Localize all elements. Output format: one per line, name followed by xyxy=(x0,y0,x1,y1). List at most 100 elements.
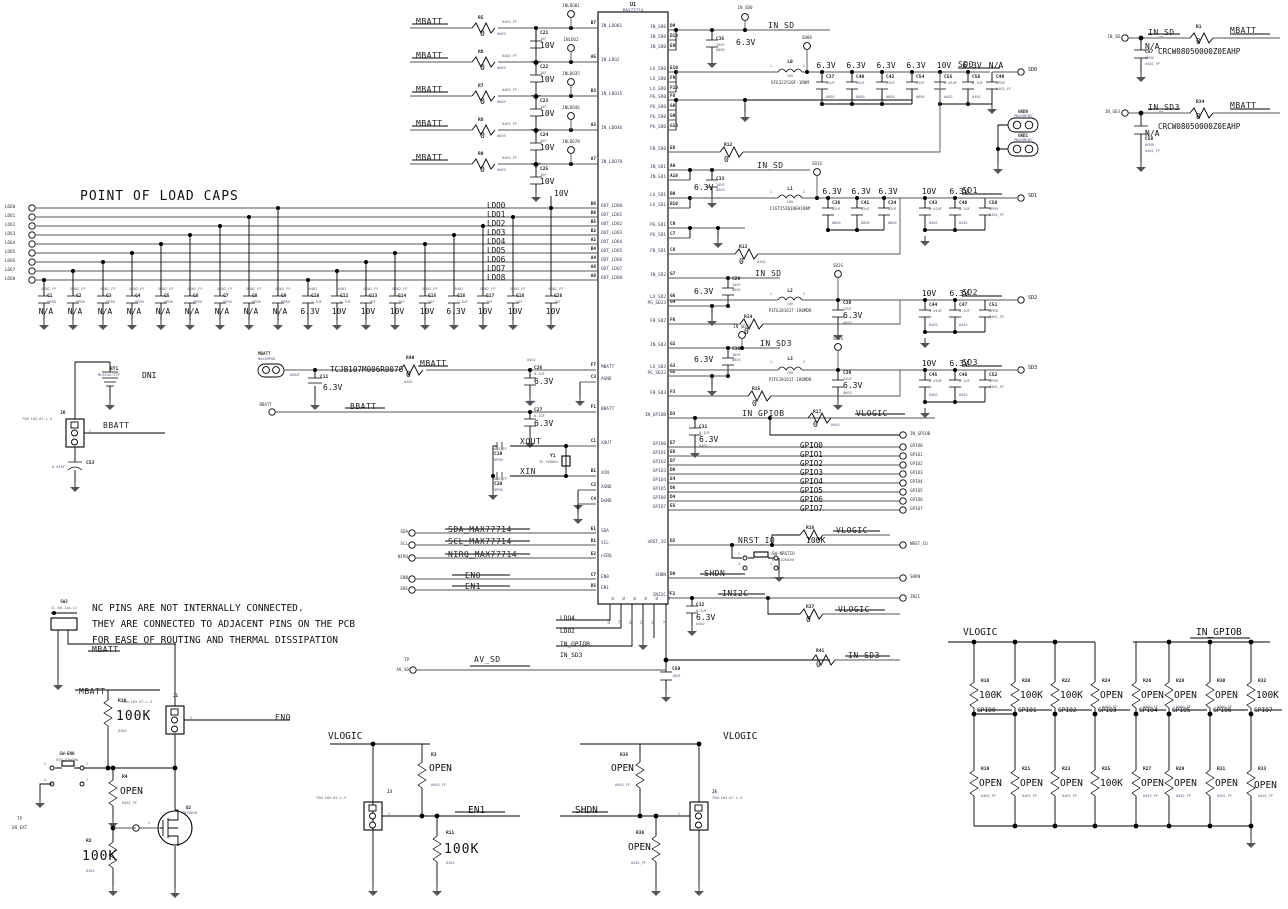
r37-value: 0 xyxy=(806,615,811,624)
c39-pkg: 0603 xyxy=(843,391,852,395)
net-shdn: SHDN xyxy=(704,569,726,578)
tp-gpio7[interactable]: GPIO7 xyxy=(910,506,923,511)
pin-d10: D10 xyxy=(670,34,678,39)
c5-val: OPEN xyxy=(164,300,173,304)
tp-inldo01[interactable]: INLDO01 xyxy=(562,3,580,8)
c36-val: 22UF xyxy=(832,207,841,211)
pinname-pg-sd0-b: PG_SD0 xyxy=(650,105,666,110)
c32-refdes: C32 xyxy=(696,603,705,608)
pinname-agnd: AGND xyxy=(601,377,612,382)
l0-pin1: 1 xyxy=(770,64,772,68)
r19-value: OPEN xyxy=(979,778,1002,789)
r1-refdes: R1 xyxy=(1196,25,1202,30)
c42-volt: 6.3V xyxy=(876,61,896,70)
tp-sd0-out[interactable]: SD0 xyxy=(1028,67,1038,73)
pinname-out-ldo3: OUT_LDO3 xyxy=(601,231,623,236)
pinname-out-ldo5: OUT_LDO5 xyxy=(601,249,623,254)
ldo-rail-6: LDO6 xyxy=(5,258,16,263)
r36-refdes: R36 xyxy=(636,831,645,836)
r20-value: 100K xyxy=(1020,690,1043,701)
tp-gpio5[interactable]: GPIO5 xyxy=(910,488,923,493)
ldo-out-label-6: LDO6 xyxy=(487,255,506,264)
pinname-dgnd: DGND xyxy=(601,499,612,504)
tp-sd1s[interactable]: SD1S xyxy=(811,161,823,166)
tp-gpio4[interactable]: GPIO4 xyxy=(910,479,923,484)
tp-in2c[interactable]: IN2C xyxy=(910,594,921,599)
c31-refdes: C31 xyxy=(699,425,708,430)
gnd0-refdes: GND0 xyxy=(1017,109,1029,114)
tp-sd1-out[interactable]: SD1 xyxy=(1028,193,1038,199)
tp-gpio6[interactable]: GPIO6 xyxy=(910,497,923,502)
c8-volt: N/A xyxy=(243,307,259,316)
tp-bbatt[interactable]: BBATT xyxy=(259,402,272,407)
tp-sd3-out[interactable]: SD3 xyxy=(1028,365,1038,371)
c54-val: 22UF xyxy=(916,81,925,85)
r3-refdes: R3 xyxy=(431,753,437,758)
ldo-rail-0: LDO0 xyxy=(5,204,16,209)
c53-val: 0.015F xyxy=(52,465,65,469)
tp-inldo35[interactable]: INLDO35 xyxy=(562,71,580,76)
tp-inldo46[interactable]: INLDO46 xyxy=(562,105,580,110)
tp-gpio1[interactable]: GPIO1 xyxy=(910,452,923,457)
tp-shdn[interactable]: SHDN xyxy=(910,574,921,579)
c13-refdes: C13 xyxy=(369,294,378,299)
tp-sd0s[interactable]: SD0S xyxy=(801,35,813,40)
tp-inldo2[interactable]: INLDO2 xyxy=(563,37,579,42)
j1-refdes: J1 xyxy=(173,693,179,698)
r15-value: 0 xyxy=(752,399,757,408)
pinname-en1: EN1 xyxy=(601,586,609,591)
c40-val: 22UF xyxy=(856,81,865,85)
sw-en0-refdes[interactable]: SW-EN0 xyxy=(59,751,75,756)
nc-pin-num-0: A1 xyxy=(607,620,611,624)
tp-sd2s[interactable]: SD2S xyxy=(832,263,844,268)
sw3-refdes[interactable]: SW3 xyxy=(60,599,68,604)
pinname-pg-sd0-d: PG_SD0 xyxy=(650,125,666,130)
r3-value: OPEN xyxy=(429,763,452,774)
c41-pkg: 0805 xyxy=(861,221,870,225)
tp-in-sd3s[interactable]: IN_SD3S xyxy=(733,324,751,329)
tp-gpio3[interactable]: GPIO3 xyxy=(910,470,923,475)
tp-in-sd3-right[interactable]: IN_SD3 xyxy=(1104,109,1120,114)
r25-refdes: R25 xyxy=(1102,767,1111,772)
pinname-gpio6: GPIO6 xyxy=(652,496,666,501)
tp-nirq[interactable]: NIRQ xyxy=(397,554,408,559)
c11-val: 100UF xyxy=(289,373,300,377)
tp-sd2-out[interactable]: SD2 xyxy=(1028,295,1038,301)
tp-sda[interactable]: SDA xyxy=(400,529,408,534)
c40-volt: 6.3V xyxy=(846,61,866,70)
tp-in-sd0[interactable]: IN_SD0 xyxy=(737,5,753,10)
net-en1-i2c: EN1 xyxy=(465,582,481,591)
j6-pin2: 2 xyxy=(89,429,91,433)
sw-nrstio-refdes[interactable]: SW-NRSTIO xyxy=(772,551,795,556)
pin-b9: B9 xyxy=(670,192,676,197)
r34-part: CRCW08050000Z0EAHP xyxy=(1158,122,1241,131)
r4-pkg: 0402_FF xyxy=(122,801,138,805)
net-in-sd-0: IN_SD xyxy=(768,21,795,30)
c36-refdes: C36 xyxy=(832,201,841,206)
tp-in-gpiob[interactable]: IN_GPIOB xyxy=(910,431,931,436)
tp-sd3s[interactable]: SD3S xyxy=(832,336,844,341)
pinname-out-ldo7: OUT_LDO7 xyxy=(601,267,623,272)
tp-gpio0[interactable]: GPIO0 xyxy=(910,443,923,448)
r32-value: 100K xyxy=(1256,690,1279,701)
net-in-sd3: IN_SD3 xyxy=(760,339,792,348)
c3-refdes: C3 xyxy=(106,294,112,299)
pinname-in-ldo35: IN_LDO35 xyxy=(601,92,623,97)
net-in-sd-right: IN_SD xyxy=(1148,28,1175,37)
tp-in-sd-right[interactable]: IN_SD xyxy=(1107,34,1120,39)
tp-gpio2[interactable]: GPIO2 xyxy=(910,461,923,466)
tp-nrst-io[interactable]: NRST_IO xyxy=(910,541,928,546)
tp-avsd-label2[interactable]: AV_SD xyxy=(396,667,409,672)
tp-en0[interactable]: EN0 xyxy=(400,575,408,580)
tp-mbatt[interactable]: MBATT xyxy=(258,351,271,356)
c7-val: OPEN xyxy=(223,300,232,304)
r24-value: OPEN xyxy=(1100,690,1123,701)
ldo-rail-3: LDO3 xyxy=(5,231,16,236)
tp-en-ext-l2[interactable]: EN_EXT xyxy=(12,825,28,830)
c47-val: 0.1UF xyxy=(959,309,970,313)
tp-scl[interactable]: SCL xyxy=(400,541,408,546)
c32-volt: 6.3V xyxy=(696,613,716,622)
tp-inldo78[interactable]: INLDO78 xyxy=(562,139,580,144)
net-in-sd-2: IN_SD xyxy=(755,269,782,278)
tp-en1[interactable]: EN1 xyxy=(400,586,408,591)
